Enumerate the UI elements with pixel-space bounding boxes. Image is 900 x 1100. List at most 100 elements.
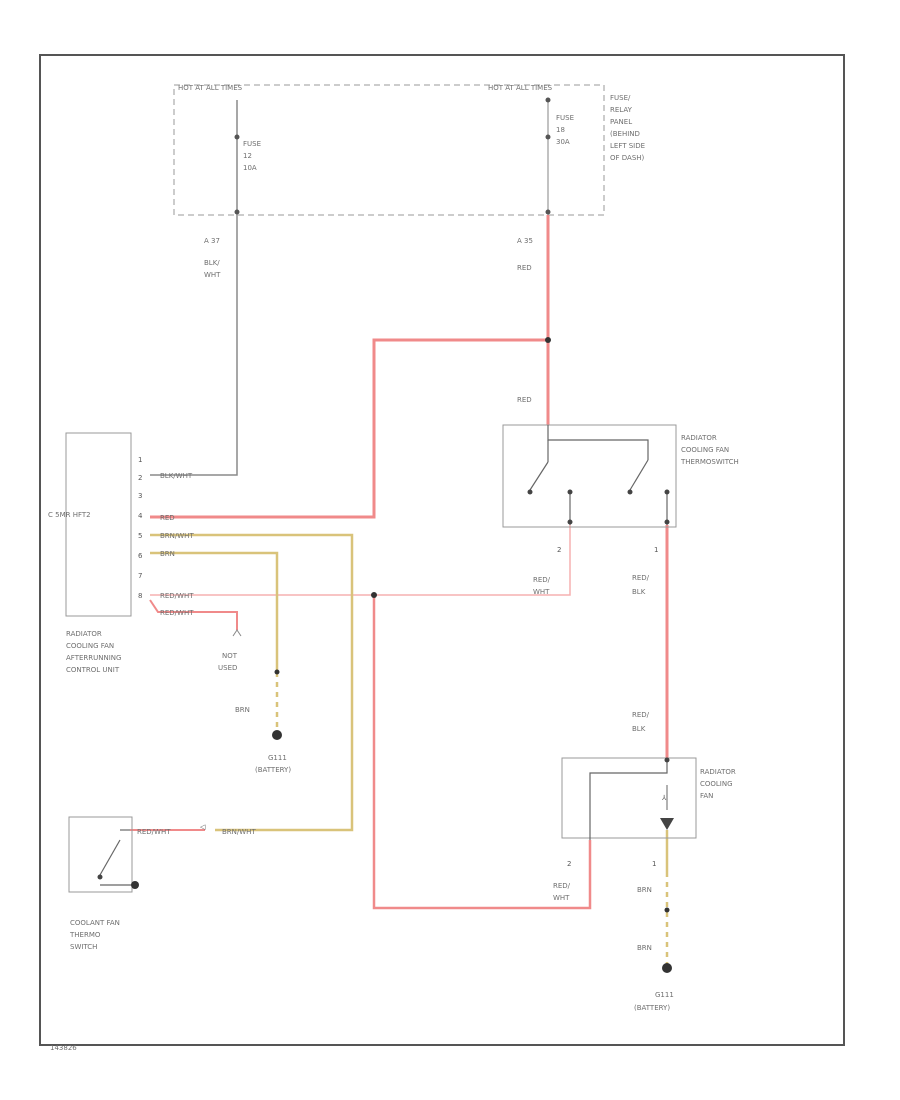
coolant-switch-blade (99, 839, 121, 876)
wire-red-to-control-unit (150, 338, 548, 519)
thermo-pin2-label: 2 (557, 546, 561, 554)
thermo-pin1-label: 1 (654, 546, 658, 554)
fan-name-l3: FAN (700, 792, 713, 800)
coolant-name-l1: COOLANT FAN (70, 919, 120, 927)
cu-wire-4: BRN (160, 550, 175, 558)
cu-pin-6: 6 (138, 552, 143, 560)
hot-right-label: HOT AT ALL TIMES (488, 84, 553, 92)
fuse12-l2: 12 (243, 152, 252, 160)
diagram-frame (39, 54, 845, 1046)
fan-name-l2: COOLING (700, 780, 733, 788)
fan-name-l1: RADIATOR (700, 768, 736, 776)
not-used-l1: NOT (222, 652, 238, 660)
ground-right-l1: G111 (655, 991, 674, 999)
red-wht-mid-l2: WHT (533, 588, 550, 596)
wire-red-wht-pin5 (150, 525, 571, 596)
wire-brn-wht-pin4 (150, 533, 354, 832)
cu-wire-3: BRN/WHT (160, 532, 194, 540)
fuse18-l1: FUSE (556, 114, 574, 122)
junction-brn-right (664, 907, 670, 913)
cu-wire-1: BLK/WHT (160, 472, 193, 480)
coolant-wire-left: RED/WHT (137, 828, 171, 836)
ground-left-icon (272, 730, 282, 740)
red-blk-upper-l2: BLK (632, 588, 646, 596)
thermoswitch-name-l3: THERMOSWITCH (680, 458, 739, 466)
thermo-pin-b (664, 519, 670, 525)
ground-right-icon (662, 963, 672, 973)
wire-a35-color: RED (517, 264, 532, 272)
thermoswitch-bus (547, 425, 649, 460)
cu-pin-3: 3 (138, 492, 142, 500)
thermo-sw1-pin (567, 489, 573, 495)
cu-pin-8: 8 (138, 592, 142, 600)
thermoswitch-box (502, 424, 677, 528)
fan-arrow-icon: ⅄ (662, 794, 667, 802)
red-blk-upper-l1: RED/ (632, 574, 650, 582)
thermo-sw2-pin (664, 489, 670, 495)
coolant-wire-right: BRN/WHT (222, 828, 256, 836)
hot-left-label: HOT AT ALL TIMES (178, 84, 243, 92)
fan-motor-icon (660, 818, 674, 830)
control-unit-label: C 5MR HFT2 (48, 511, 91, 519)
fan-pin2-label: 2 (567, 860, 571, 868)
cu-wire-5: RED/WHT (160, 592, 194, 600)
brn-right-lower: BRN (637, 944, 652, 952)
ground-left-l2: (BATTERY) (255, 766, 291, 774)
control-unit-box (65, 432, 132, 617)
cu-pin-4: 4 (138, 512, 143, 520)
fan-box (561, 757, 697, 839)
wire-red-thermo: RED (517, 396, 532, 404)
fuse-location-l4: (BEHIND (610, 130, 640, 138)
fan-pin-top (664, 757, 670, 763)
fuse-location-l3: PANEL (610, 118, 632, 126)
fan-internal-wire (589, 762, 668, 840)
coolant-switch-box (68, 816, 133, 893)
wire-a37: A 37 (204, 237, 220, 245)
thermo-sw2-blade (629, 459, 649, 491)
coolant-name-l2: THERMO (69, 931, 101, 939)
junction-fuse18 (545, 134, 551, 140)
thermo-pin-a (567, 519, 573, 525)
fuse18-l2: 18 (556, 126, 565, 134)
junction-fuse12-bottom (234, 209, 240, 215)
coolant-connector-icon: ◁ (200, 823, 206, 831)
not-used-l2: USED (218, 664, 237, 672)
fuse-location-l5: LEFT SIDE (610, 142, 645, 150)
wire-a37-c2: WHT (204, 271, 221, 279)
wire-a37-c1: BLK/ (204, 259, 220, 267)
red-wht-mid-l1: RED/ (533, 576, 551, 584)
diagram-id: 143826 (50, 1044, 77, 1052)
fuse12-l3: 10A (243, 164, 257, 172)
cu-pin-7: 7 (138, 572, 142, 580)
red-blk-lower-l2: BLK (632, 725, 646, 733)
cu-wire-6: RED/WHT (160, 609, 194, 617)
red-blk-lower-l1: RED/ (632, 711, 650, 719)
ground-left-l1: G111 (268, 754, 287, 762)
junction-red-wht (371, 592, 377, 598)
cu-name-l2: COOLING FAN (66, 642, 114, 650)
fuse-location-l6: OF DASH) (610, 154, 645, 162)
wire-red-wht-to-fan (372, 595, 592, 910)
wire-brn-pin5 (150, 551, 279, 672)
cu-pin-2: 2 (138, 474, 142, 482)
fuse-location-l1: FUSE/ (610, 94, 631, 102)
fuse-location-l2: RELAY (610, 106, 633, 114)
fuse-panel-box (173, 84, 605, 216)
cu-name-l3: AFTERRUNNING (66, 654, 121, 662)
junction-red-split (545, 337, 551, 343)
cu-pin-5: 5 (138, 532, 142, 540)
thermoswitch-name-l2: COOLING FAN (681, 446, 729, 454)
fuse18-l3: 30A (556, 138, 570, 146)
thermo-sw1-blade (529, 461, 549, 491)
coolant-switch-contact (97, 874, 103, 880)
brn-right-upper: BRN (637, 886, 652, 894)
brn-left-label: BRN (235, 706, 250, 714)
junction-fuse12 (234, 134, 240, 140)
coolant-name-l3: SWITCH (70, 943, 97, 951)
cu-name-l4: CONTROL UNIT (66, 666, 120, 674)
junction-fuse18-bottom (545, 209, 551, 215)
cu-name-l1: RADIATOR (66, 630, 102, 638)
fuse12-l1: FUSE (243, 140, 261, 148)
thermo-sw2-contact (627, 489, 633, 495)
